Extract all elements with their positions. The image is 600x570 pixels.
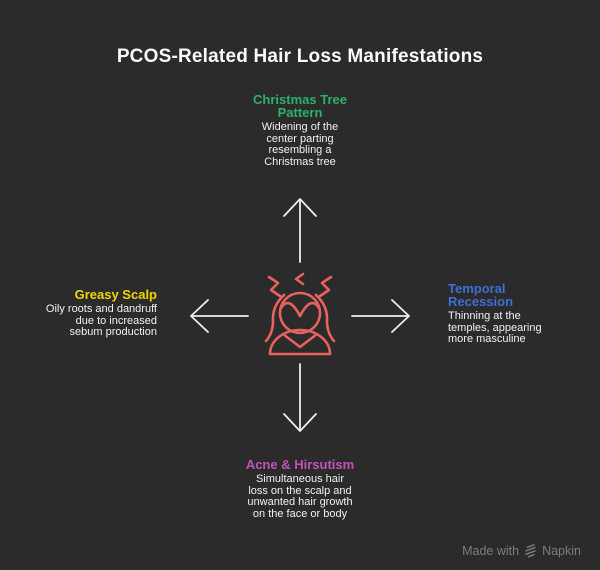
hair-left	[264, 293, 286, 343]
hair-right	[314, 293, 336, 343]
node-heading: Christmas Tree Pattern	[253, 92, 347, 120]
node-christmas-tree-pattern: Christmas Tree Pattern Widening of the c…	[225, 93, 375, 168]
node-heading: Acne & Hirsutism	[245, 457, 355, 472]
arrow-left-icon	[190, 299, 249, 333]
arrow-down-icon	[283, 363, 317, 432]
diagram-title: PCOS-Related Hair Loss Manifestations	[116, 46, 484, 67]
node-acne-hirsutism: Acne & Hirsutism Simultaneous hair loss …	[213, 458, 388, 520]
node-description: Thinning at the temples, appearing more …	[448, 310, 542, 346]
head-outline	[278, 291, 322, 335]
collar-v	[281, 332, 319, 349]
node-heading: Greasy Scalp	[74, 287, 157, 302]
watermark-brand: Napkin	[542, 543, 581, 558]
watermark: Made with Napkin	[462, 543, 581, 558]
node-description: Widening of the center parting resemblin…	[261, 121, 339, 168]
node-description: Oily roots and dandruff due to increased…	[45, 303, 157, 339]
stress-mark-left-icon	[267, 275, 282, 298]
node-greasy-scalp: Greasy Scalp Oily roots and dandruff due…	[7, 288, 157, 339]
node-description: Simultaneous hair loss on the scalp and …	[247, 473, 353, 520]
node-heading: Temporal Recession	[448, 281, 514, 309]
node-temporal-recession: Temporal Recession Thinning at the templ…	[448, 282, 578, 346]
stress-mark-right-icon	[318, 275, 333, 298]
arrow-right-icon	[351, 299, 410, 333]
napkin-logo-icon	[525, 544, 536, 558]
stress-mark-center-icon	[294, 272, 305, 286]
hair-fringe	[279, 301, 321, 318]
watermark-prefix: Made with	[462, 543, 520, 558]
arrow-up-icon	[283, 198, 317, 263]
stressed-woman-icon	[264, 272, 336, 356]
body-outline	[268, 328, 332, 356]
